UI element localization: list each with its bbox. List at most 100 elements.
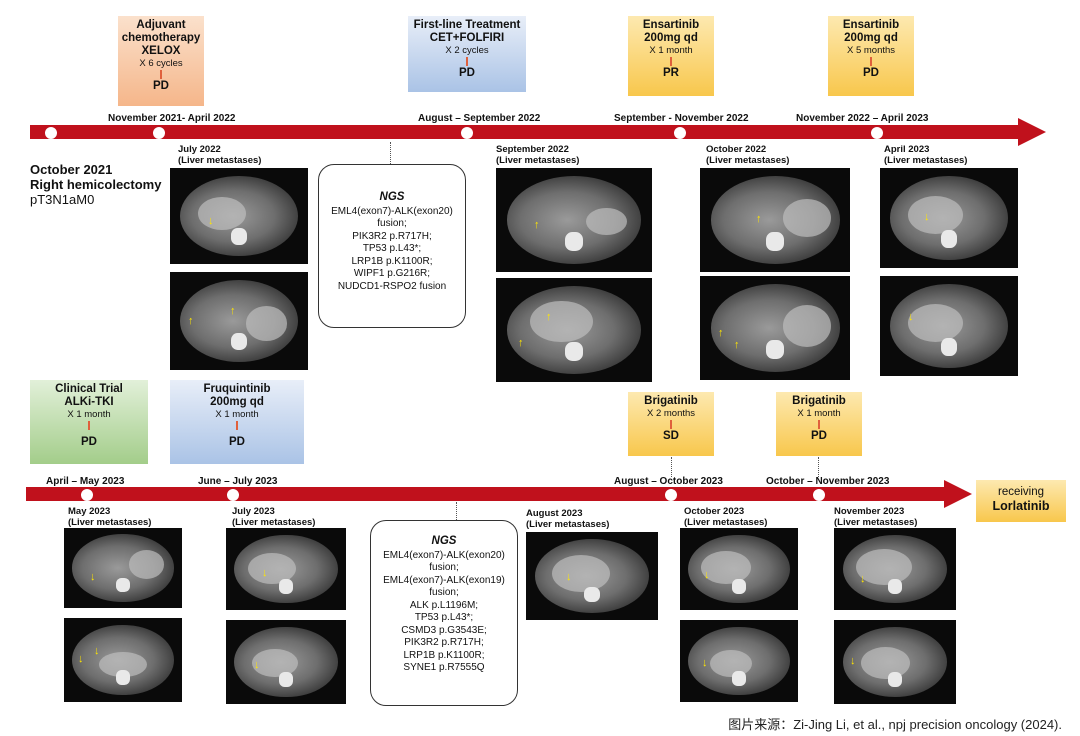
start-event: October 2021 Right hemicolectomy pT3N1aM… (30, 162, 161, 207)
mri-image: ↑ (700, 168, 850, 272)
ct-image: ↓ ↓ (64, 618, 182, 702)
scan-date: July 2022 (178, 144, 221, 155)
scan-date: November 2023 (834, 506, 905, 517)
pointer-arrow-icon: ↓ (94, 645, 100, 657)
ngs-line: EML4(exon7)-ALK(exon20) (383, 549, 505, 561)
scan-date: October 2022 (706, 144, 767, 155)
pointer-arrow-icon: ↓ (254, 659, 260, 671)
end-status: receiving (997, 486, 1045, 498)
treatment-duration: X 2 months (646, 408, 696, 419)
treatment-box-brigatinib-2: Brigatinib X 1 month PD (776, 392, 862, 456)
scan-date: May 2023 (68, 506, 111, 517)
treatment-date: August – September 2022 (418, 113, 541, 124)
treatment-title: 200mg qd (844, 32, 898, 44)
treatment-title: Ensartinib (842, 19, 900, 31)
down-arrow-icon (236, 421, 238, 430)
ct-image: ↓ (526, 532, 658, 620)
ngs-line: PIK3R2 p.R717H; (404, 637, 484, 648)
down-arrow-icon (818, 420, 820, 429)
scan-label: (Liver metastases) (232, 517, 316, 528)
treatment-box-xelox: Adjuvant chemotherapy XELOX X 6 cycles P… (118, 16, 204, 106)
scan-caption: July 2023 (Liver metastases) (232, 506, 315, 528)
scan-caption: August 2023 (Liver metastases) (526, 508, 609, 530)
pointer-arrow-icon: ↓ (860, 573, 866, 585)
treatment-date: August – October 2023 (614, 476, 723, 487)
ct-image: ↓ (834, 620, 956, 704)
timeline-dot (871, 127, 883, 139)
pointer-arrow-icon: ↓ (924, 211, 930, 223)
timeline-dot (227, 489, 239, 501)
ngs-line: fusion; (429, 587, 459, 598)
scan-label: (Liver metastases) (706, 155, 790, 166)
treatment-date: November 2021- April 2022 (108, 113, 236, 124)
mri-image: ↑ ↑ (170, 272, 308, 370)
treatment-duration: X 1 month (215, 409, 259, 420)
ct-image: ↓ (680, 620, 798, 702)
pointer-arrow-icon: ↑ (546, 311, 552, 323)
source-note: 图片来源：Zi-Jing Li, et al., npj precision o… (728, 717, 1062, 732)
treatment-box-ensartinib-1: Ensartinib 200mg qd X 1 month PR (628, 16, 714, 96)
scan-date: October 2023 (684, 506, 745, 517)
treatment-title: Clinical Trial (55, 383, 123, 395)
treatment-duration: X 1 month (649, 45, 693, 56)
timeline-dot (813, 489, 825, 501)
treatment-duration: X 1 month (67, 409, 111, 420)
mri-image: ↓ (170, 168, 308, 264)
ngs-line: EML4(exon7)-ALK(exon20) (331, 205, 453, 217)
scan-label: (Liver metastases) (834, 517, 918, 528)
treatment-title: 200mg qd (644, 32, 698, 44)
timeline-dot (674, 127, 686, 139)
scan-caption: September 2022 (Liver metastases) (496, 144, 579, 166)
treatment-title: First-line Treatment (413, 19, 521, 31)
scan-caption: November 2023 (Liver metastases) (834, 506, 917, 528)
box-connector (671, 457, 672, 477)
treatment-title: Adjuvant (136, 19, 186, 31)
ngs-line: fusion; (429, 562, 459, 573)
scan-caption: May 2023 (Liver metastases) (68, 506, 151, 528)
treatment-title: ALKi-TKI (64, 396, 114, 408)
treatment-result: PD (811, 430, 827, 442)
treatment-date: November 2022 – April 2023 (796, 113, 929, 124)
ngs-line: LRP1B p.K1100R; (351, 255, 433, 267)
timeline-bar-bottom (26, 487, 948, 501)
pointer-arrow-icon: ↑ (756, 213, 762, 225)
pointer-arrow-icon: ↑ (734, 339, 740, 351)
treatment-date: October – November 2023 (766, 476, 890, 487)
pointer-arrow-icon: ↓ (908, 311, 914, 323)
scan-label: (Liver metastases) (884, 155, 968, 166)
timeline-dot (45, 127, 57, 139)
scan-date: September 2022 (496, 144, 569, 155)
mri-image: ↑ ↑ (700, 276, 850, 380)
treatment-box-brigatinib-1: Brigatinib X 2 months SD (628, 392, 714, 456)
scan-label: (Liver metastases) (496, 155, 580, 166)
ngs-line: EML4(exon7)-ALK(exon19) (383, 574, 505, 586)
pointer-arrow-icon: ↓ (702, 657, 708, 669)
down-arrow-icon (88, 421, 90, 430)
pointer-arrow-icon: ↓ (850, 655, 856, 667)
treatment-result: PD (81, 436, 97, 448)
ct-image: ↓ (226, 620, 346, 704)
treatment-result: PD (153, 80, 169, 92)
treatment-result: PD (229, 436, 245, 448)
ngs-line: TP53 p.L43*; (362, 243, 422, 254)
treatment-result: SD (663, 430, 679, 442)
pointer-arrow-icon: ↓ (566, 571, 572, 583)
end-drug: Lorlatinib (992, 499, 1050, 513)
scan-caption: October 2022 (Liver metastases) (706, 144, 789, 166)
ct-image: ↓ (680, 528, 798, 610)
ct-image: ↓ (226, 528, 346, 610)
pointer-arrow-icon: ↑ (718, 327, 724, 339)
treatment-title: chemotherapy (121, 32, 201, 44)
ngs-heading: NGS (379, 191, 405, 203)
treatment-title: Fruquintinib (203, 383, 271, 395)
down-arrow-icon (160, 70, 162, 79)
treatment-box-cet-folfiri: First-line Treatment CET+FOLFIRI X 2 cyc… (408, 16, 526, 92)
treatment-duration: X 6 cycles (139, 58, 183, 69)
ngs-line: LRP1B p.K1100R; (403, 649, 485, 661)
ngs-box-1: NGS EML4(exon7)-ALK(exon20) fusion; PIK3… (318, 164, 466, 328)
pointer-arrow-icon: ↓ (704, 569, 710, 581)
treatment-duration: X 2 cycles (445, 45, 489, 56)
timeline-arrowhead-top (1018, 118, 1046, 146)
ct-image: ↓ (64, 528, 182, 608)
box-connector (818, 457, 819, 477)
